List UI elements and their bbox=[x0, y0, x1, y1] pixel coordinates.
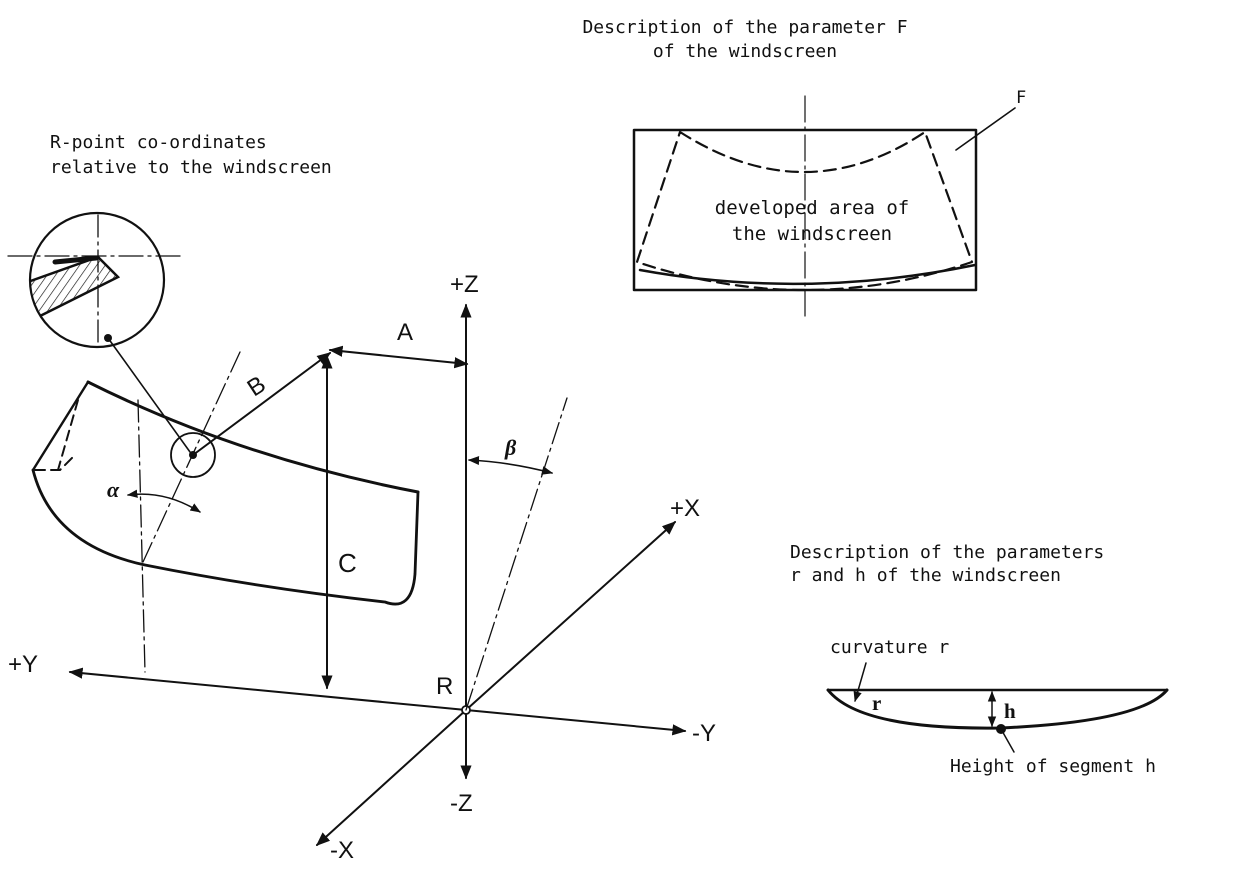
detail-magnifier-circle bbox=[7, 211, 183, 349]
parameter-f-caption-line1: Description of the parameter F bbox=[582, 17, 907, 38]
windscreen-rectangle: developed area of the windscreen bbox=[632, 95, 978, 317]
parameters-rh-caption-line1: Description of the parameters bbox=[790, 542, 1104, 563]
plus-y-label: +Y bbox=[8, 651, 38, 678]
minus-x-label: -X bbox=[330, 837, 354, 864]
parameter-f-section: Description of the parameter F of the wi… bbox=[582, 17, 1026, 317]
parameter-f-caption-line2: of the windscreen bbox=[653, 41, 837, 62]
r-point-section: R-point co-ordinates relative to the win… bbox=[7, 132, 332, 453]
dimension-a-label: A bbox=[397, 319, 413, 346]
origin-label: R bbox=[436, 673, 453, 700]
curvature-leader bbox=[853, 662, 867, 703]
measurement-point-circle bbox=[170, 432, 216, 478]
minus-y-label: -Y bbox=[692, 720, 716, 747]
dimension-c-label: C bbox=[338, 548, 357, 578]
developed-area-label-line1: developed area of bbox=[715, 197, 909, 219]
dimension-b-line bbox=[192, 352, 332, 456]
r-point-caption-line2: relative to the windscreen bbox=[50, 157, 332, 178]
parameter-f-label: F bbox=[1016, 88, 1026, 108]
plus-x-label: +X bbox=[670, 495, 700, 522]
parameters-rh-caption-line2: r and h of the windscreen bbox=[790, 565, 1061, 586]
height-leader bbox=[1000, 728, 1015, 753]
parameters-rh-section: Description of the parameters r and h of… bbox=[790, 542, 1169, 777]
plus-z-label: +Z bbox=[450, 271, 479, 298]
r-label: r bbox=[872, 691, 881, 715]
segment-shape: r h bbox=[826, 688, 1169, 734]
inclination-line bbox=[465, 397, 568, 711]
y-axis-negative bbox=[465, 709, 687, 736]
windscreen-shape: α bbox=[31, 351, 420, 673]
dimension-a-line bbox=[328, 345, 469, 369]
alpha-angle-label: α bbox=[107, 477, 120, 502]
detail-leader-line bbox=[107, 337, 191, 453]
dimension-lines: B A C bbox=[192, 319, 469, 690]
parameter-f-leader bbox=[955, 107, 1016, 151]
dimension-b-label: B bbox=[243, 371, 271, 402]
beta-angle-arc bbox=[467, 456, 554, 475]
curvature-label: curvature r bbox=[830, 637, 949, 658]
developed-area-outline bbox=[635, 130, 974, 292]
developed-area-label-line2: the windscreen bbox=[732, 223, 892, 245]
height-of-segment-label: Height of segment h bbox=[950, 756, 1156, 777]
y-axis-positive bbox=[68, 667, 467, 711]
beta-angle-label: β bbox=[504, 435, 517, 460]
minus-z-label: -Z bbox=[450, 790, 473, 817]
x-axis-positive bbox=[465, 521, 677, 711]
coordinate-axes: +Z -Z +Y -Y +X -X R β bbox=[8, 271, 716, 864]
h-label: h bbox=[1004, 699, 1016, 723]
r-point-caption-line1: R-point co-ordinates bbox=[50, 132, 267, 153]
x-axis-negative bbox=[315, 709, 467, 846]
